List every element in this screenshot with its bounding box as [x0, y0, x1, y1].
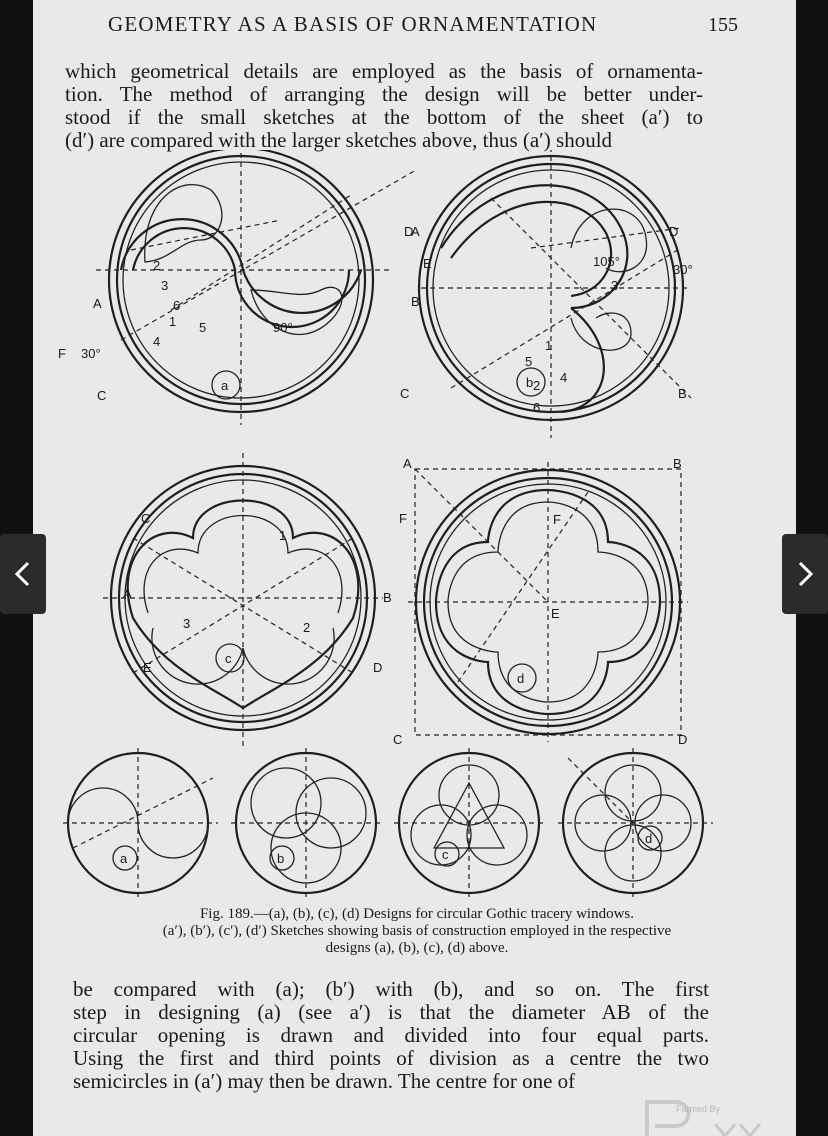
label-c-B: B — [383, 590, 392, 605]
label-d-F: F — [553, 512, 561, 527]
small-tag-d-circle — [637, 825, 663, 851]
caption-line: Fig. 189.—(a), (b), (c), (d) Designs for… — [199, 906, 635, 922]
text-line: step in designing (a) (see a′) is that t… — [73, 1000, 709, 1024]
tag-b: b — [526, 375, 533, 390]
label-a-B: B — [411, 294, 420, 309]
label-a-6: 6 — [173, 298, 180, 313]
label-a-5: 5 — [199, 320, 206, 335]
design-c — [103, 453, 383, 748]
label-b-D: D — [669, 224, 678, 239]
text-line: circular opening is drawn and divided in… — [73, 1023, 709, 1047]
text-line: (d′) are compared with the larger sketch… — [65, 128, 613, 152]
sketch-c-prime — [394, 748, 544, 898]
label-c-3: 3 — [183, 616, 190, 631]
label-c-2: 2 — [303, 620, 310, 635]
label-c-E: E — [143, 660, 152, 675]
label-c-A: A — [123, 586, 132, 601]
text-line: Using the first and third points of divi… — [73, 1046, 709, 1070]
text-line: which geometrical details are employed a… — [65, 59, 703, 83]
label-a-angle: 30° — [81, 346, 101, 361]
text-line: tion. The method of arranging the design… — [65, 82, 703, 106]
label-d-B: B — [673, 456, 682, 471]
tag-d-circle — [507, 663, 537, 693]
small-tag-b-circle — [269, 845, 295, 871]
label-b-2: 2 — [533, 378, 540, 393]
next-page-button[interactable] — [782, 534, 828, 614]
tag-a: a — [221, 378, 229, 393]
label-c-C: C — [141, 511, 150, 526]
label-a-angle2: 90° — [273, 320, 293, 335]
design-b — [417, 150, 692, 438]
label-b-angle: 30° — [673, 262, 693, 277]
text-line: stood if the small sketches at the botto… — [65, 105, 703, 129]
label-b-B: B — [678, 386, 687, 401]
label-b-1: 1 — [545, 338, 552, 353]
label-d-E: E — [551, 606, 560, 621]
text-line: be compared with (a); (b′) with (b), and… — [73, 977, 709, 1001]
text-line: semicircles in (a′) may then be drawn. T… — [73, 1069, 576, 1093]
page-number: 155 — [708, 14, 738, 36]
running-header: GEOMETRY AS A BASIS OF ORNAMENTATION 155 — [108, 12, 738, 42]
caption-line: (a′), (b′), (c′), (d′) Sketches showing … — [162, 923, 672, 939]
label-b-4: 4 — [560, 370, 567, 385]
label-a-E: E — [423, 256, 432, 271]
label-a-D: D — [404, 224, 413, 239]
label-a-C: C — [97, 388, 106, 403]
small-tag-c: c — [442, 847, 449, 862]
label-b-A: A — [411, 224, 420, 239]
caption-line: designs (a), (b), (c), (d) above. — [325, 940, 509, 956]
label-a-A: A — [93, 296, 102, 311]
small-tag-d: d — [645, 831, 652, 846]
label-b-3: 3 — [611, 278, 618, 293]
sketch-a-prime — [63, 748, 218, 898]
sketch-b-prime — [231, 748, 381, 898]
chevron-left-icon — [14, 561, 30, 587]
tag-b-circle — [516, 367, 546, 397]
label-c-1: 1 — [279, 528, 286, 543]
label-a-F: F — [58, 346, 66, 361]
label-a-3: 3 — [161, 278, 168, 293]
design-a — [96, 150, 417, 425]
figure-caption: Fig. 189.—(a), (b), (c), (d) Designs for… — [77, 906, 757, 957]
label-c-D: D — [373, 660, 382, 675]
running-title: GEOMETRY AS A BASIS OF ORNAMENTATION — [108, 12, 598, 36]
label-b-5: 5 — [525, 354, 532, 369]
design-d — [408, 462, 688, 742]
label-b-angle2: 105° — [593, 254, 620, 269]
label-b-C: C — [400, 386, 409, 401]
small-tag-a: a — [120, 851, 128, 866]
label-a-1: 1 — [169, 314, 176, 329]
small-tag-b: b — [277, 851, 284, 866]
chevron-right-icon — [798, 561, 814, 587]
small-tag-c-circle — [434, 841, 460, 867]
tag-c-circle — [215, 643, 245, 673]
tag-c: c — [225, 651, 232, 666]
label-c-F: F — [399, 511, 407, 526]
label-a-4: 4 — [153, 334, 160, 349]
label-b-6: 6 — [533, 400, 540, 415]
sketch-d-prime — [558, 748, 713, 898]
book-page: GEOMETRY AS A BASIS OF ORNAMENTATION 155… — [33, 0, 796, 1136]
tracery-figure: .s{fill:none;stroke:#1f1f1f;stroke-width… — [58, 150, 713, 898]
label-d-C: C — [393, 732, 402, 747]
watermark-text: Farmed By — [676, 1104, 721, 1114]
watermark-logo — [645, 1100, 762, 1136]
label-a-2: 2 — [153, 258, 160, 273]
top-paragraph: which geometrical details are employed a… — [65, 60, 703, 152]
bottom-paragraph: be compared with (a); (b′) with (b), and… — [73, 978, 709, 1093]
previous-page-button[interactable] — [0, 534, 46, 614]
small-tag-a-circle — [112, 845, 138, 871]
tag-d: d — [517, 671, 524, 686]
tag-a-circle — [211, 370, 241, 400]
label-d-A: A — [403, 456, 412, 471]
label-d-D: D — [678, 732, 687, 747]
